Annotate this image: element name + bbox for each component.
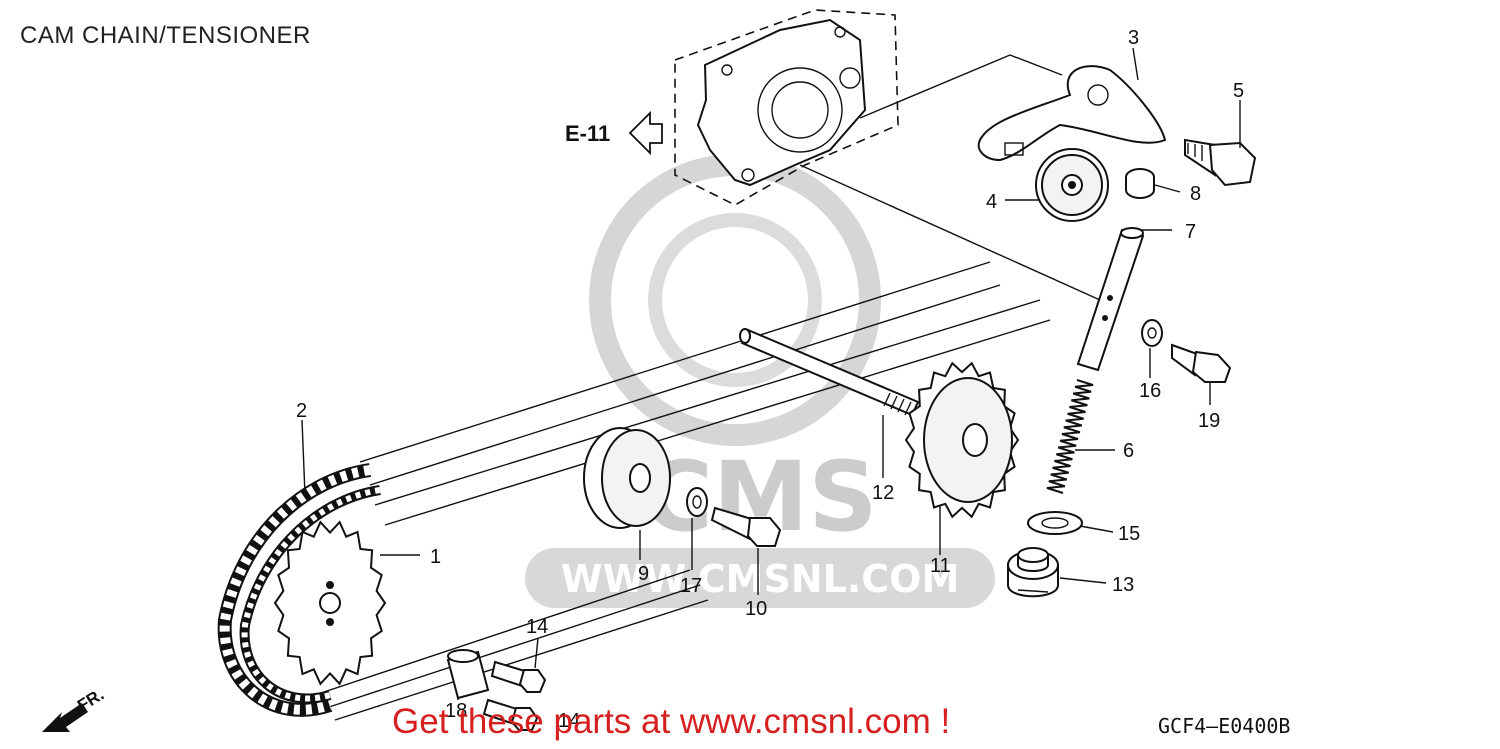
callout-18[interactable]: 18 bbox=[445, 700, 467, 722]
callout-8[interactable]: 8 bbox=[1190, 183, 1201, 205]
part-11-tensioner-sprocket[interactable] bbox=[904, 361, 1020, 519]
callout-10[interactable]: 10 bbox=[745, 598, 767, 620]
part-9-guide-roller[interactable] bbox=[583, 427, 671, 529]
part-14-bolt-lower[interactable] bbox=[482, 698, 539, 731]
part-6-spring[interactable] bbox=[1046, 379, 1094, 494]
callouts: 1 2 3 4 5 6 7 8 9 10 11 12 13 14 14 15 1… bbox=[296, 27, 1244, 732]
callout-1[interactable]: 1 bbox=[430, 546, 441, 568]
part-5-bolt[interactable] bbox=[1184, 138, 1257, 187]
part-4-roller[interactable] bbox=[1035, 148, 1109, 222]
front-direction-indicator: FR. bbox=[42, 685, 107, 732]
watermark: CMS WWW.CMSNL.COM bbox=[525, 154, 995, 608]
callout-7[interactable]: 7 bbox=[1185, 221, 1196, 243]
part-2-cam-chain[interactable] bbox=[217, 261, 1051, 721]
callout-14-upper[interactable]: 14 bbox=[526, 616, 548, 638]
callout-12[interactable]: 12 bbox=[872, 482, 894, 504]
part-16-washer[interactable] bbox=[1141, 319, 1163, 347]
callout-4[interactable]: 4 bbox=[986, 191, 997, 213]
callout-9[interactable]: 9 bbox=[638, 563, 649, 585]
callout-6[interactable]: 6 bbox=[1123, 440, 1134, 462]
part-7-lifter-rod[interactable] bbox=[1076, 227, 1145, 372]
leader-lines bbox=[301, 47, 1241, 700]
callout-17[interactable]: 17 bbox=[680, 575, 702, 597]
callout-11[interactable]: 11 bbox=[930, 555, 951, 577]
part-14-bolt-upper[interactable] bbox=[490, 660, 547, 693]
arrow-front-icon bbox=[42, 703, 88, 732]
reference-e11[interactable]: E-11 bbox=[565, 110, 663, 156]
callout-2[interactable]: 2 bbox=[296, 400, 307, 422]
callout-15[interactable]: 15 bbox=[1118, 523, 1140, 545]
callout-14-lower[interactable]: 14 bbox=[558, 710, 580, 732]
part-8-cap[interactable] bbox=[1125, 168, 1155, 199]
part-15-washer[interactable] bbox=[1027, 511, 1083, 535]
part-10-bolt[interactable] bbox=[710, 506, 782, 547]
part-1-cam-sprocket[interactable] bbox=[273, 520, 387, 686]
callout-19[interactable]: 19 bbox=[1198, 410, 1220, 432]
callout-3[interactable]: 3 bbox=[1128, 27, 1139, 49]
part-13-plug[interactable] bbox=[1007, 547, 1059, 598]
arrow-left-icon bbox=[628, 110, 663, 156]
part-3-tensioner-arm[interactable] bbox=[977, 65, 1167, 162]
page-title: CAM CHAIN/TENSIONER bbox=[20, 22, 311, 49]
crankcase-cover bbox=[674, 9, 899, 206]
callout-16[interactable]: 16 bbox=[1139, 380, 1161, 402]
diagram-code: GCF4—E0400B bbox=[1158, 714, 1291, 738]
reference-e11-label: E-11 bbox=[565, 121, 610, 146]
part-18-collar[interactable] bbox=[446, 649, 490, 700]
callout-13[interactable]: 13 bbox=[1112, 574, 1134, 596]
part-17-washer[interactable] bbox=[686, 487, 708, 517]
callout-5[interactable]: 5 bbox=[1233, 80, 1244, 102]
part-19-bolt[interactable] bbox=[1171, 343, 1232, 383]
watermark-url: WWW.CMSNL.COM bbox=[561, 557, 960, 601]
promo-banner[interactable]: Get these parts at www.cmsnl.com ! bbox=[392, 702, 951, 741]
